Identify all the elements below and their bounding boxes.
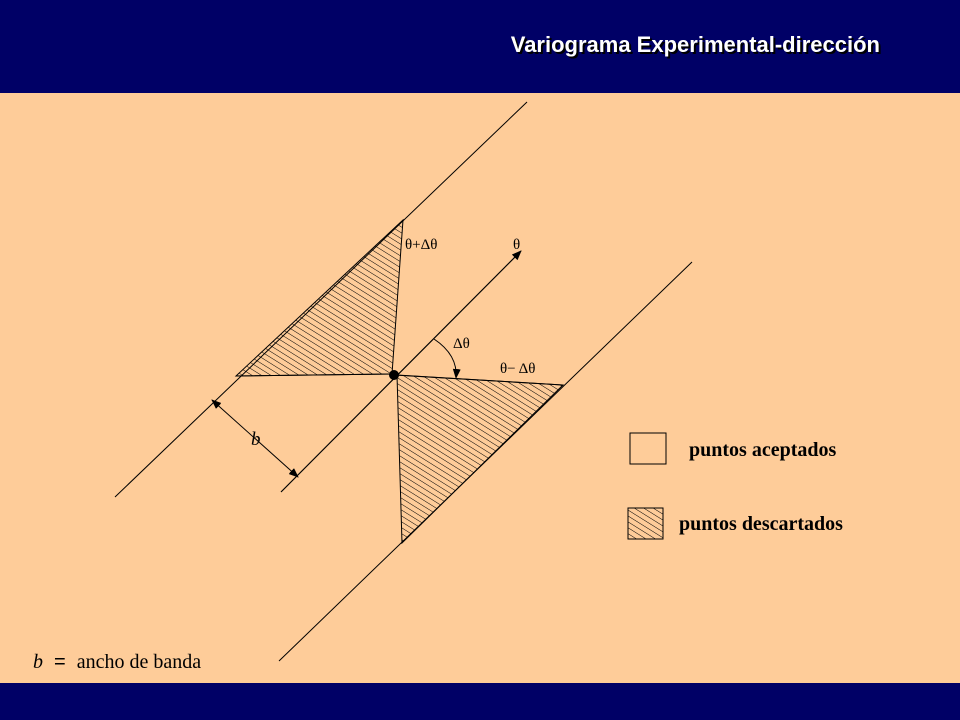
band-boundary-upper xyxy=(114,101,528,498)
legend-accepted-swatch xyxy=(629,432,667,465)
label-bandwidth: b xyxy=(251,429,261,450)
band-boundary-lower xyxy=(278,261,693,662)
footer-bar xyxy=(0,683,960,720)
header-bar: Variograma Experimental-dirección xyxy=(0,0,960,93)
footnote-equals: = xyxy=(54,651,66,673)
tolerance-arc xyxy=(433,338,461,379)
footnote: b = ancho de banda xyxy=(33,651,201,673)
label-theta-plus: θ+Δθ xyxy=(405,237,437,253)
discarded-region-lower xyxy=(396,374,565,545)
discarded-region-upper xyxy=(234,218,404,377)
bandwidth-arrow xyxy=(211,399,299,478)
angle-limit-lower xyxy=(393,374,564,386)
label-delta-theta: Δθ xyxy=(453,336,470,352)
footnote-text: ancho de banda xyxy=(77,651,202,673)
label-theta-minus: θ− Δθ xyxy=(500,361,535,377)
footnote-symbol: b xyxy=(33,651,43,673)
legend-discarded-label: puntos descartados xyxy=(679,513,843,535)
label-theta: θ xyxy=(513,237,520,253)
direction-arrow xyxy=(280,250,522,493)
slide-title: Variograma Experimental-dirección xyxy=(510,32,880,57)
legend-accepted-label: puntos aceptados xyxy=(689,439,836,461)
legend-discarded-swatch xyxy=(627,507,664,540)
origin-point xyxy=(389,370,399,380)
angle-limit-upper xyxy=(235,373,395,377)
